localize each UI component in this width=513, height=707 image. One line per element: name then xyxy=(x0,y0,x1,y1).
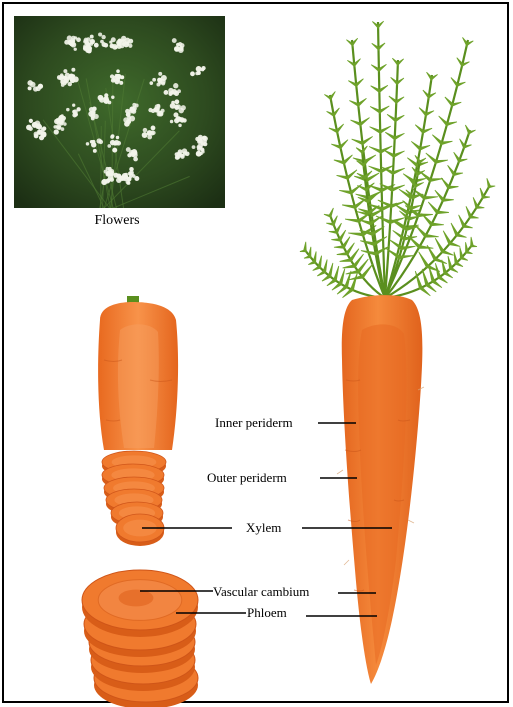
photo-caption: Flowers xyxy=(94,213,139,228)
label-inner-periderm: Inner periderm xyxy=(215,415,293,430)
label-outer-periderm: Outer periderm xyxy=(207,470,287,485)
label-vascular-cambium: Vascular cambium xyxy=(213,584,309,599)
carrot-foliage xyxy=(300,21,495,298)
whole-carrot xyxy=(337,295,424,684)
label-phloem: Phloem xyxy=(247,605,287,620)
stump-core xyxy=(118,324,159,448)
sliced-carrot-stump xyxy=(98,296,178,546)
flower-photo xyxy=(14,16,225,215)
label-xylem: Xylem xyxy=(246,520,281,535)
stump-slices xyxy=(102,451,166,546)
